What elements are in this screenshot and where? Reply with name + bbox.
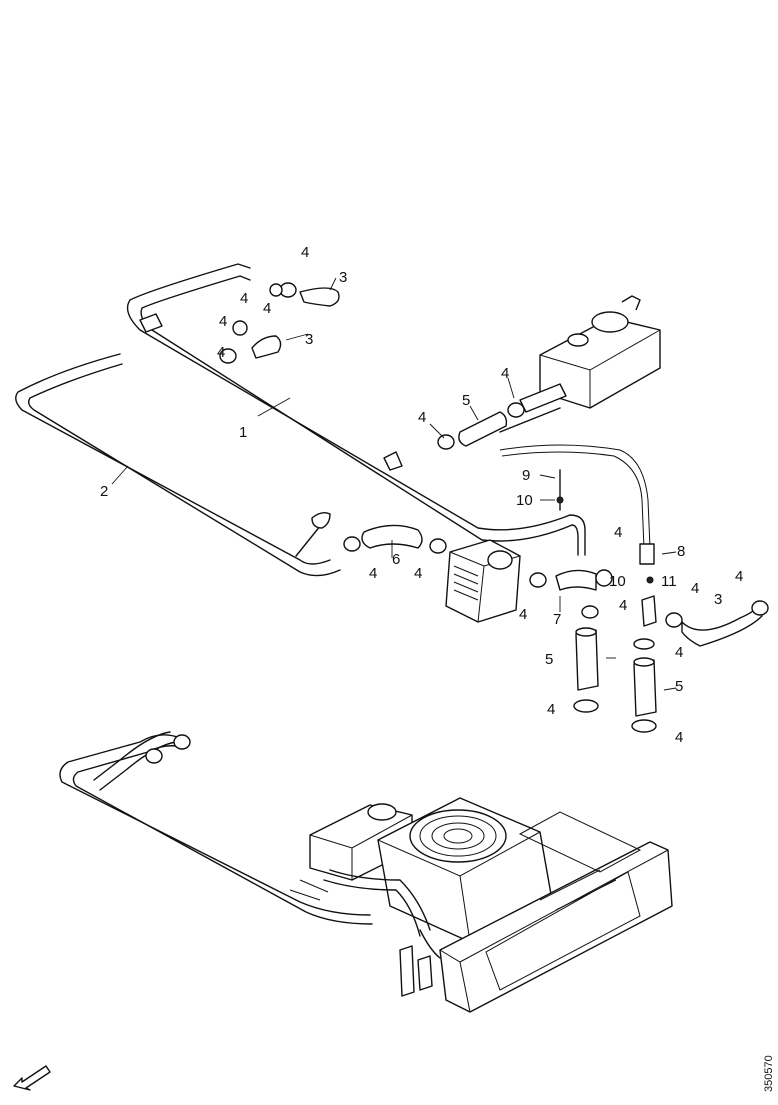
callout-4-n: 4 — [735, 568, 743, 585]
assembly-radiator — [377, 797, 553, 943]
callout-6: 6 — [392, 551, 400, 568]
hose-8 — [499, 444, 677, 565]
callout-4-l: 4 — [619, 597, 627, 614]
callout-7: 7 — [553, 611, 561, 628]
callout-4-p: 4 — [547, 701, 555, 718]
callout-1: 1 — [239, 424, 247, 441]
callout-4-o: 4 — [675, 644, 683, 661]
callout-4-d: 4 — [219, 313, 227, 330]
callout-4-f: 4 — [501, 365, 509, 382]
callout-4-j: 4 — [519, 606, 527, 623]
hose-7 — [529, 569, 613, 619]
pipe-5-upper — [458, 411, 508, 447]
pipe-brackets — [139, 313, 403, 471]
callout-4-q: 4 — [675, 729, 683, 746]
callout-3-a: 3 — [339, 269, 347, 286]
callout-4-i: 4 — [414, 565, 422, 582]
pipe-1 — [126, 263, 586, 556]
callout-3-c: 3 — [714, 591, 722, 608]
callout-4-a: 4 — [301, 244, 309, 261]
item-9-10 — [539, 469, 564, 511]
hose-3-lower — [219, 320, 282, 364]
document-id: 350570 — [763, 1055, 775, 1092]
pipe-5-left — [573, 627, 599, 713]
callout-4-c: 4 — [263, 300, 271, 317]
callout-2: 2 — [100, 483, 108, 500]
hose-3-right — [665, 600, 769, 647]
leader-lines — [111, 277, 677, 691]
callout-3-b: 3 — [305, 331, 313, 348]
hose-6 — [311, 511, 447, 554]
assembly-hoses — [289, 869, 441, 997]
hose-3-upper — [269, 282, 340, 307]
callout-10-b: 10 — [609, 573, 626, 590]
assembly-frame — [439, 811, 673, 1013]
callouts: 1 2 3 3 3 4 4 4 4 4 4 4 4 4 4 4 4 4 4 4 … — [100, 244, 743, 746]
callout-4-g: 4 — [418, 409, 426, 426]
callout-5-c: 5 — [675, 678, 683, 695]
callout-5-b: 5 — [545, 651, 553, 668]
heater-unit — [445, 539, 521, 623]
callout-4-m: 4 — [691, 580, 699, 597]
callout-9: 9 — [522, 467, 530, 484]
callout-11: 11 — [661, 573, 677, 590]
callout-4-b: 4 — [240, 290, 248, 307]
pipe-5-right — [631, 576, 657, 733]
callout-4-e: 4 — [217, 344, 225, 361]
callout-5-a: 5 — [462, 392, 470, 409]
callout-4-h: 4 — [369, 565, 377, 582]
direction-arrow-icon — [13, 1065, 51, 1091]
callout-10-a: 10 — [516, 492, 533, 509]
assembly-pipes — [59, 731, 373, 925]
callout-4-k: 4 — [614, 524, 622, 541]
pipe-2 — [15, 353, 341, 577]
callout-8: 8 — [677, 543, 685, 560]
tank-fittings — [437, 383, 567, 450]
